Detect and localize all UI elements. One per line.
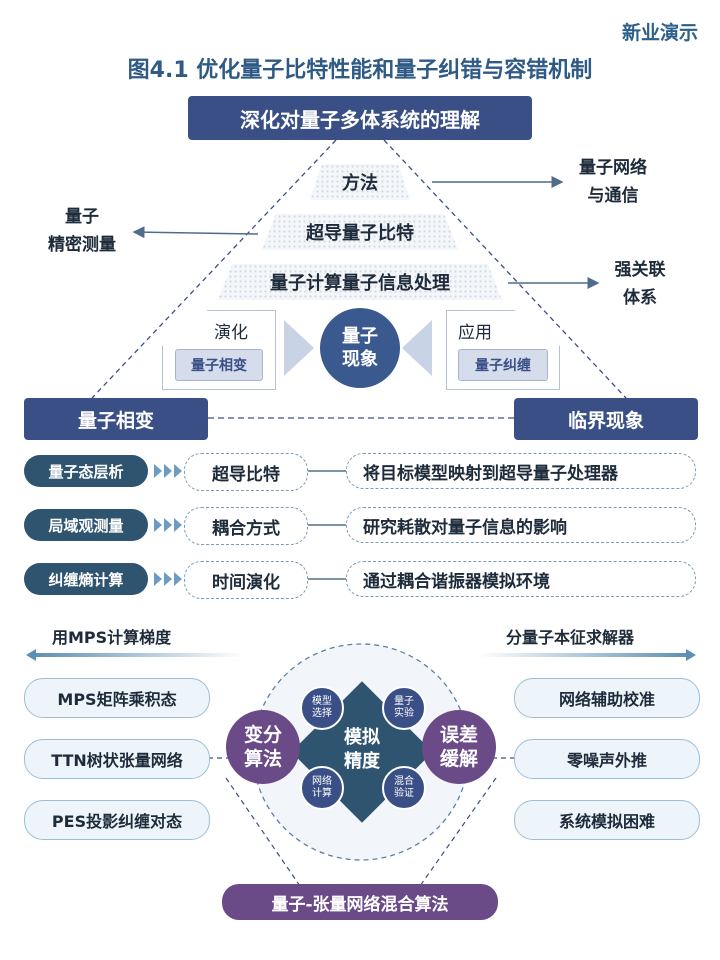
right-section-title: 分量子本征求解器: [506, 628, 635, 647]
row-right-pill: 研究耗散对量子信息的影响: [346, 507, 696, 543]
right-list-item: 网络辅助校准: [514, 678, 700, 718]
mini-circle-quantum-experiment: 量子实验: [382, 686, 426, 730]
layer-computing: 量子计算量子信息处理: [218, 264, 502, 300]
left-list-item: MPS矩阵乘积态: [24, 678, 210, 718]
variational-algorithm-circle: 变分算法: [226, 710, 300, 784]
phase-transition-box: 量子相变: [24, 398, 208, 440]
quantum-phenomenon-circle: 量子现象: [320, 308, 400, 388]
row-right-pill: 通过耦合谐振器模拟环境: [346, 561, 696, 597]
layer-method: 方法: [310, 164, 410, 200]
left-list-item: PES投影纠缠对态: [24, 800, 210, 840]
mini-circle-network-computation: 网络计算: [300, 766, 344, 810]
right-list-item: 系统模拟困难: [514, 800, 700, 840]
entanglement-tag: 量子纠缠: [458, 349, 548, 381]
label-precision-measurement: 量子精密测量: [48, 207, 116, 255]
simulation-accuracy-label: 模拟精度: [344, 727, 380, 772]
row-tag: 纠缠熵计算: [24, 563, 148, 595]
left-section-title: 用MPS计算梯度: [52, 628, 172, 647]
page-title: 图4.1 优化量子比特性能和量子纠错与容错机制: [127, 58, 593, 83]
label-quantum-network: 量子网络与通信: [579, 158, 647, 206]
left-list-item: TTN树状张量网络: [24, 739, 210, 779]
critical-phenomenon-box: 临界现象: [514, 398, 698, 440]
row-tag: 量子态层析: [24, 455, 148, 487]
layer-superconducting: 超导量子比特: [262, 214, 458, 250]
phase-transition-tag: 量子相变: [175, 349, 263, 381]
mini-circle-model-selection: 模型选择: [300, 686, 344, 730]
hybrid-algorithm-pill: 量子-张量网络混合算法: [222, 884, 498, 920]
row-right-pill: 将目标模型映射到超导量子处理器: [346, 453, 696, 489]
row-mid-pill: 时间演化: [184, 561, 308, 599]
brand-label: 新业演示: [621, 22, 698, 44]
application-title: 应用: [458, 323, 492, 343]
pyramid-top-box: 深化对量子多体系统的理解: [188, 96, 532, 140]
evolution-title: 演化: [214, 323, 248, 343]
error-mitigation-circle: 误差缓解: [422, 710, 496, 784]
row-mid-pill: 耦合方式: [184, 507, 308, 545]
row-mid-pill: 超导比特: [184, 453, 308, 491]
right-list-item: 零噪声外推: [514, 739, 700, 779]
label-strong-correlation: 强关联体系: [614, 260, 666, 308]
row-tag: 局域观测量: [24, 509, 148, 541]
mini-circle-hybrid-validation: 混合验证: [382, 766, 426, 810]
